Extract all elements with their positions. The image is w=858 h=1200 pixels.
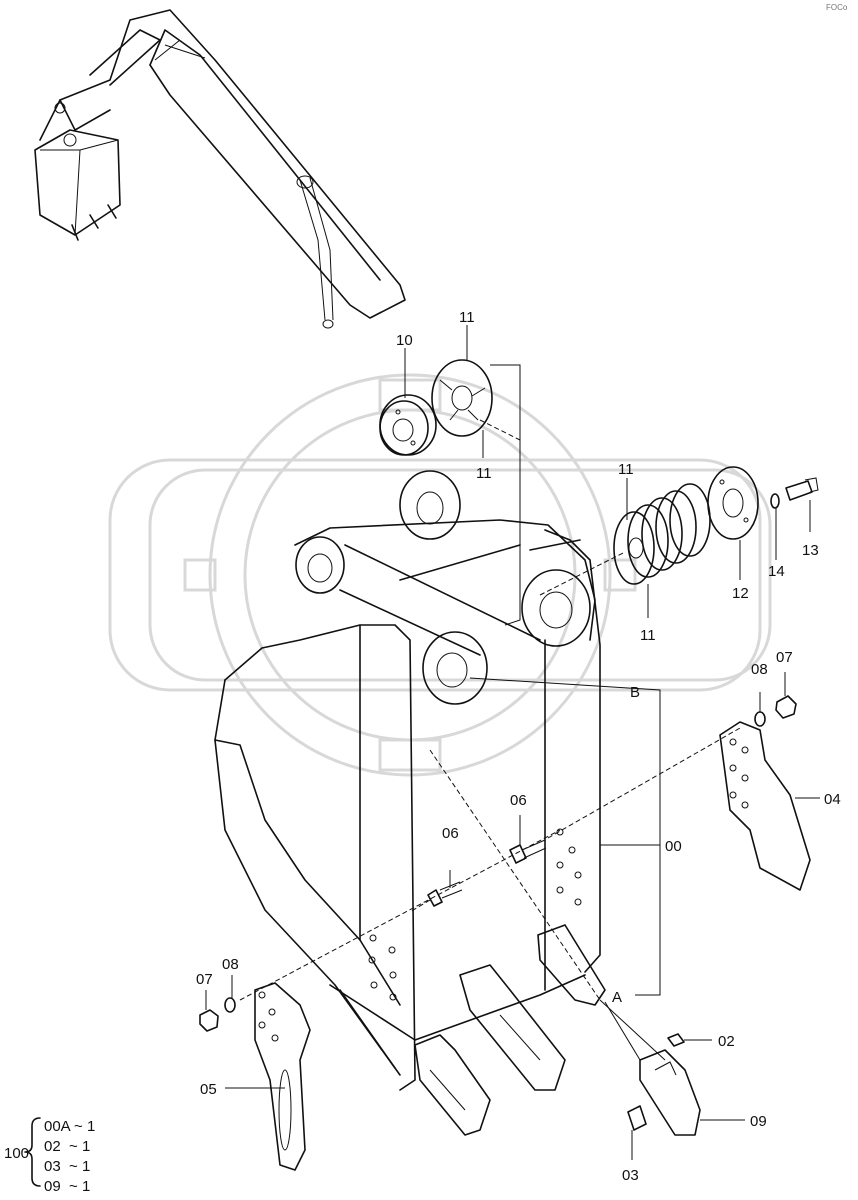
tooth-guide-line [599,999,666,1061]
part-00-bucket-body [214,470,601,1091]
part-10-washer [379,394,437,456]
part-11-shim-stack [613,483,711,585]
callout-10: 10 [396,332,413,349]
callout-11: 11 [476,465,492,482]
callout-09: 09 [750,1113,767,1130]
part-06-bolt-lower [427,881,463,907]
callout-labels: 10 11 11 11 11 12 13 14 B A 00 04 06 06 … [196,309,841,1184]
callout-07: 07 [776,649,793,666]
callout-14: 14 [768,563,785,580]
callout-11: 11 [618,461,634,478]
callout-08: 08 [222,956,239,973]
kit-brace [24,1117,41,1187]
assembly-line-right-cutter [547,727,741,839]
part-02-lock [667,1033,685,1047]
callout-13: 13 [802,542,819,559]
kit-list: 100 00A ~ 1 02 ~ 1 03 ~ 1 09 ~ 1 [4,1118,95,1195]
assembly-line-bolt [409,899,431,913]
assembly-line-tooth [429,749,601,1001]
callout-00: 00 [665,838,682,855]
watermark-logo [108,373,772,777]
part-08-washer-right [754,711,766,727]
teeth-on-bucket [414,924,606,1136]
callout-06: 06 [510,792,527,809]
callout-12: 12 [732,585,749,602]
callout-04: 04 [824,791,841,808]
part-09-tooth [639,1049,701,1136]
leader-lines [205,325,820,1160]
excavator-arm-view [34,9,406,329]
part-12-end-plate [707,466,759,540]
kit-row: 00A ~ 1 [44,1118,95,1135]
callout-07: 07 [196,971,213,988]
callout-A: A [612,989,622,1006]
part-06-bolt-upper [509,839,547,864]
part-05-side-cutter [254,982,311,1171]
part-11-shim-top [431,359,493,437]
callout-05: 05 [200,1081,217,1098]
kit-row: 02 ~ 1 [44,1138,90,1155]
callout-B: B [630,684,640,701]
corner-mark: FOCo [826,3,848,12]
part-14-washer [770,493,780,509]
callout-11: 11 [459,309,475,326]
callout-11: 11 [640,627,656,644]
callout-02: 02 [718,1033,735,1050]
callout-06: 06 [442,825,459,842]
part-08-washer-left [224,997,236,1013]
part-03-pin [627,1105,647,1131]
part-04-side-cutter [719,721,811,891]
part-07-nut-left [199,1009,219,1032]
kit-row: 09 ~ 1 [44,1178,90,1195]
part-07-nut-right [775,695,797,719]
callout-03: 03 [622,1167,639,1184]
assembly-line-left-cutter [239,829,561,1001]
kit-row: 03 ~ 1 [44,1158,90,1175]
kit-number: 100 [4,1145,29,1162]
part-13-bolt [785,477,819,501]
callout-08: 08 [751,661,768,678]
